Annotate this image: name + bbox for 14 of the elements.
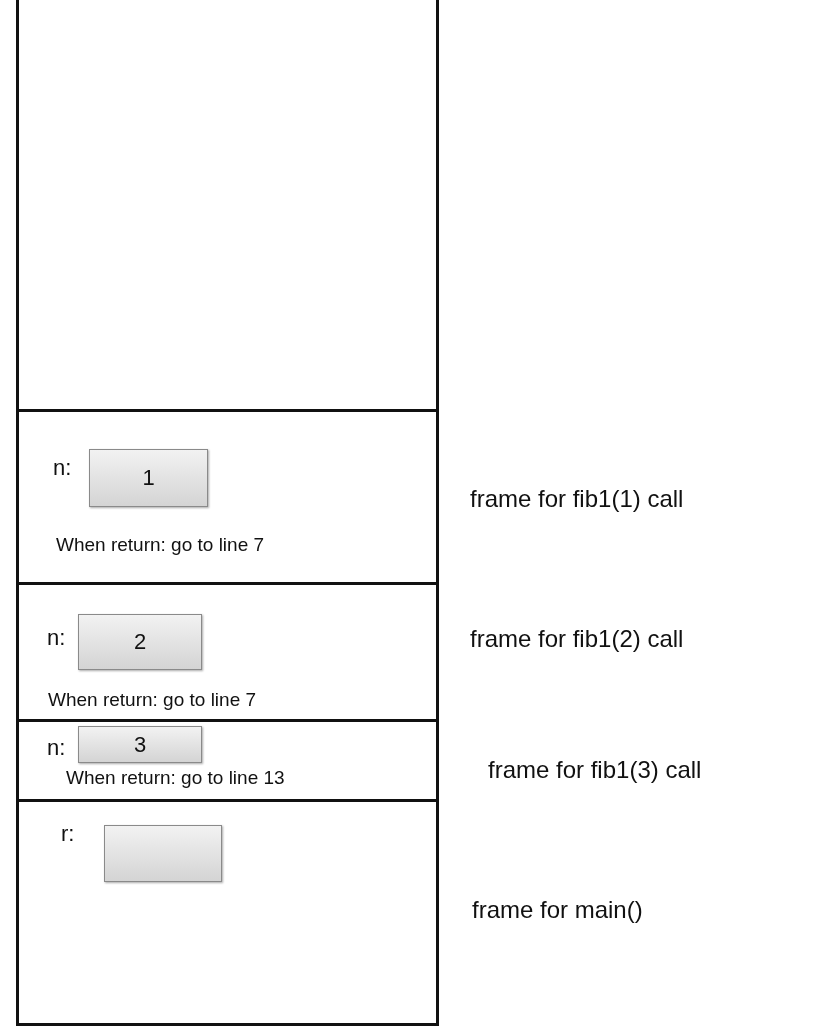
value-text: 1 [142,465,155,491]
variable-name: n: [53,455,72,481]
frame-label: frame for fib1(3) call [488,756,702,784]
value-text: 2 [133,629,147,655]
variable-name: r: [61,821,75,847]
value-text: 3 [133,731,147,758]
return-note: When return: go to line 7 [56,534,265,556]
return-note: When return: go to line 13 [66,767,285,789]
return-note: When return: go to line 7 [48,689,257,711]
frame-label: frame for fib1(1) call [470,485,684,513]
frame-label: frame for main() [472,896,643,924]
variable-name: n: [47,625,66,651]
frame-label: frame for fib1(2) call [470,625,684,653]
variable-name: n: [47,735,66,761]
